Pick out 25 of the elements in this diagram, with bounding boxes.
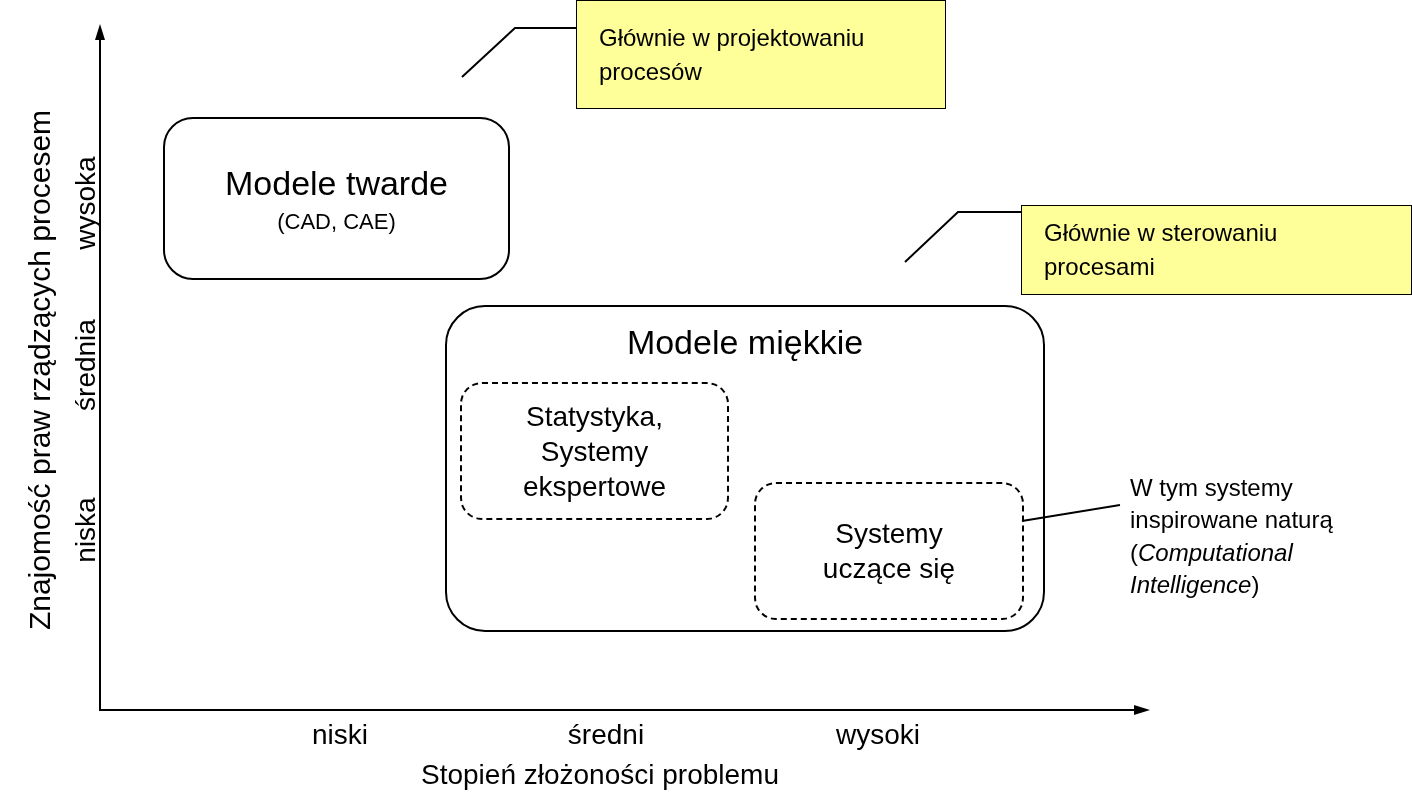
axis-tick-label: niski (312, 721, 368, 749)
box-title: Statystyka, Systemy ekspertowe (521, 399, 668, 504)
axis-title: Znajomość praw rządzących procesem (25, 109, 55, 631)
note-text: W tym systemy inspirowane naturą (Computational Intelligence) (1130, 472, 1405, 632)
axis-tick-label: wysoka (72, 156, 100, 250)
box-title: Głównie w projektowaniu procesów (599, 22, 866, 87)
leader-line (461, 27, 577, 78)
box-subtitle: (CAD, CAE) (277, 208, 396, 236)
axis-title: Stopień złożoności problemu (421, 761, 779, 789)
box-title: Modele twarde (225, 162, 448, 204)
leader-line (1021, 504, 1121, 522)
axis-tick-label: wysoki (836, 721, 920, 749)
axis-tick-label: średni (567, 721, 645, 749)
axis-tick-label: średnia (72, 319, 100, 411)
leader-line (904, 211, 1022, 263)
rounded-box (445, 305, 1045, 632)
box-title: Systemy uczące się (821, 517, 957, 586)
box-title: Głównie w sterowaniu procesami (1044, 218, 1279, 282)
axis-tick-label: niska (72, 497, 100, 563)
rounded-box (163, 117, 510, 280)
callout-box (1021, 205, 1412, 295)
dashed-box (460, 382, 729, 520)
box-title: Modele miękkie (626, 322, 864, 363)
dashed-box (754, 482, 1024, 620)
callout-box (576, 0, 946, 109)
